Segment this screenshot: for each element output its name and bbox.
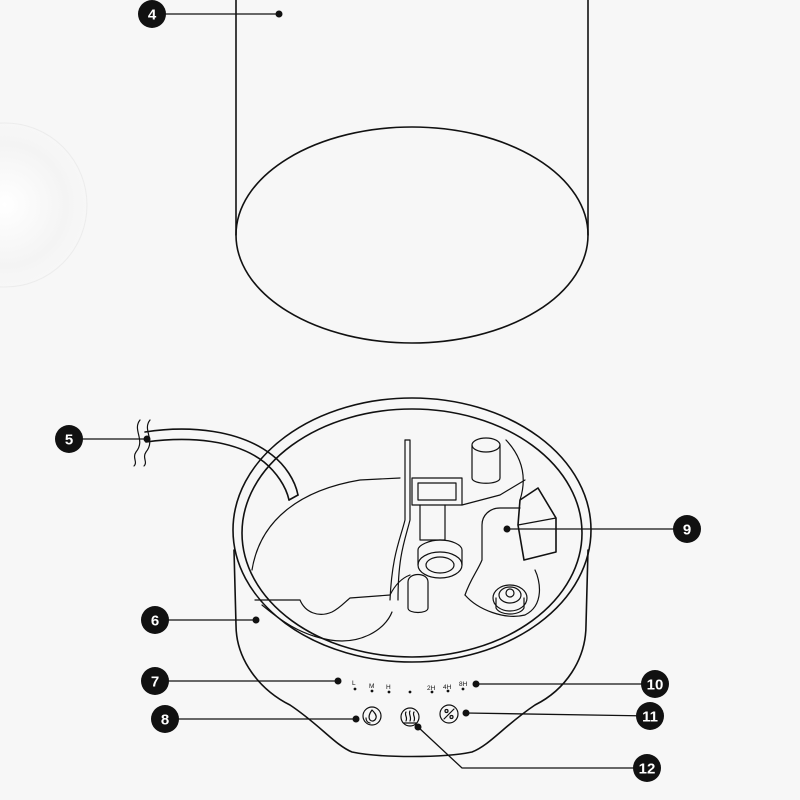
callout-6-label: 6 [151,613,159,630]
callout-8: 8 [151,705,179,733]
heat-button[interactable] [400,707,420,727]
humidifier-base [232,397,592,758]
timer-8h-label: 8H [459,681,468,688]
callout-12: 12 [633,754,661,782]
callout-6: 6 [141,606,169,634]
callout-7-label: 7 [151,674,159,691]
mist-level-button[interactable] [362,706,382,726]
timer-2h-label: 2H [427,685,436,692]
callout-4-label: 4 [148,7,157,24]
timer-button[interactable] [439,704,459,724]
callout-11-label: 11 [642,709,658,726]
control-panel: L M H 2H 4H 8H [352,680,468,727]
timer-icon [443,708,455,720]
water-tank [235,0,589,344]
power-cable [133,419,299,501]
mist-level-icon [365,709,377,724]
glow-orb-edge [0,122,88,288]
callout-9-label: 9 [683,522,691,539]
callout-12-label: 12 [639,761,656,778]
mist-level-indicators: L M H [352,680,412,694]
callout-9: 9 [673,515,701,543]
glow-orb [0,117,93,293]
callout-11: 11 [636,702,664,730]
callout-10-label: 10 [647,677,664,694]
level-h-label: H [386,684,391,691]
callout-8-label: 8 [161,712,169,729]
level-m-label: M [369,683,374,690]
callout-5: 5 [55,425,83,453]
callout-4: 4 [138,0,166,28]
callout-10: 10 [641,670,669,698]
part-9-block [517,487,557,561]
timer-4h-label: 4H [443,684,452,691]
callout-7: 7 [141,667,169,695]
callout-5-label: 5 [65,432,73,449]
leader-lines [69,10,687,769]
level-l-label: L [352,680,356,687]
timer-indicators: 2H 4H 8H [427,681,468,694]
heat-icon [403,710,417,724]
